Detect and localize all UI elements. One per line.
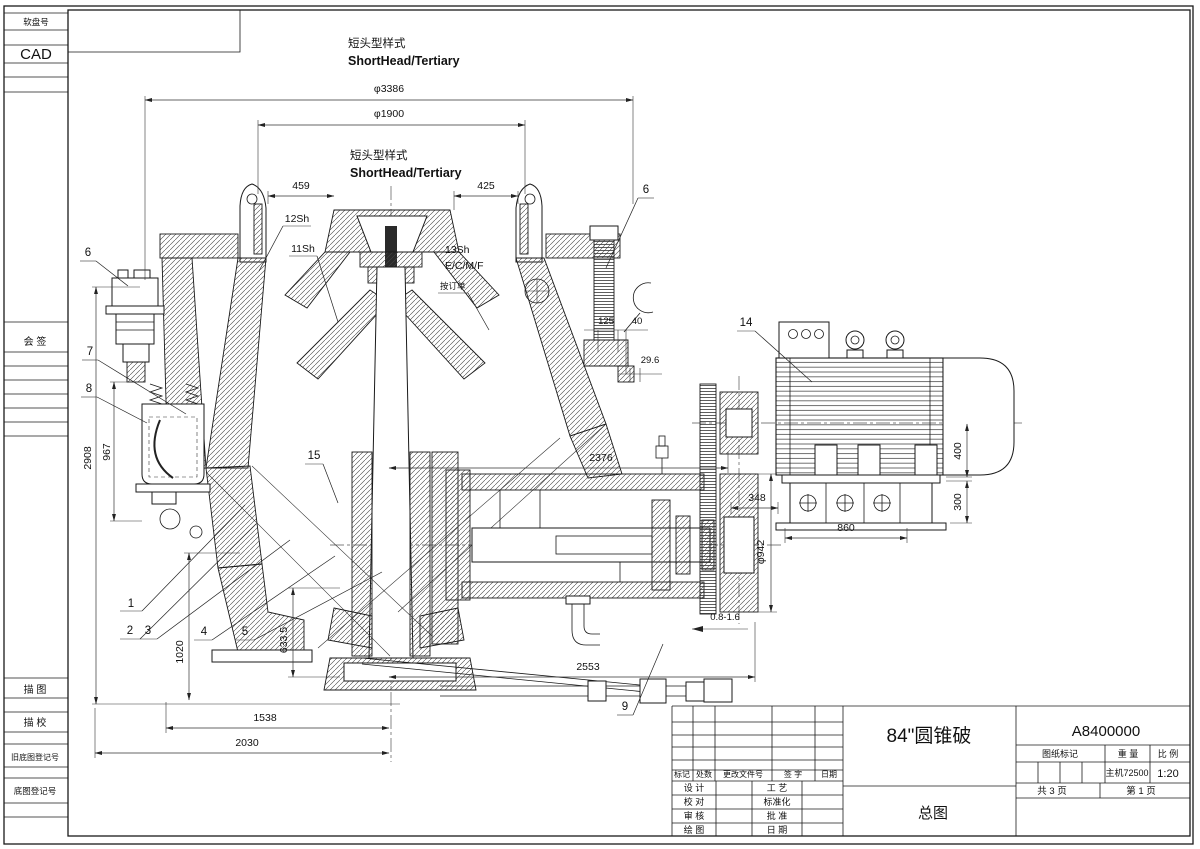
base-reg-label: 底图登记号 [14,786,57,796]
callout-3: 3 [145,625,151,637]
order-note: 按订单 [440,281,466,291]
callout-1: 1 [128,598,134,610]
old-base-reg-label: 旧底图登记号 [11,752,59,762]
sidebar: 软盘号 CAD 会 签 描 图 描 校 旧底图登记号 底图登记号 [4,12,68,818]
dim-40: 40 [632,316,643,327]
drawing-number: A8400000 [1072,723,1140,740]
dim-2376: 2376 [589,452,613,464]
callout-6-right: 6 [643,184,649,196]
title-block: 标记 处数 更改文件号 签 字 日期 设 计 工 艺 校 对 标准化 审 核 批… [671,705,1190,836]
callout-6-left: 6 [85,247,91,259]
dim-1538: 1538 [253,712,277,724]
dim-2553: 2553 [576,661,600,673]
disk-no-label: 软盘号 [23,17,49,27]
callout-15: 15 [308,450,321,462]
rev-date-header: 日期 [821,770,837,779]
callout-2: 2 [127,625,133,637]
liner-label-11sh: 11Sh [291,243,315,255]
dim-860: 860 [837,522,855,534]
dim-125: 125 [598,316,614,327]
dim-2908: 2908 [82,446,94,470]
lube-unit [105,269,211,539]
type-note-en-2: ShortHead/Tertiary [350,166,462,180]
sig-approve-label: 批 准 [767,810,788,821]
dim-29-6: 29.6 [641,355,660,366]
crusher-section [159,183,654,691]
motor [775,321,1015,531]
dim-967: 967 [101,443,113,461]
terminal-box [778,321,830,359]
liner-label-12sh: 12Sh [285,213,310,225]
sig-standard-label: 标准化 [763,796,790,807]
dim-2030: 2030 [235,737,259,749]
dim-459: 459 [292,180,310,192]
dim-0-8-1-6: 0.8-1.6 [710,612,740,623]
scale-header: 比 例 [1158,748,1179,759]
callout-14: 14 [740,317,753,329]
type-note-cn-1: 短头型样式 [348,36,406,50]
dim-phi3386: φ3386 [374,83,404,95]
rev-docno-header: 更改文件号 [723,769,763,779]
sig-check-label: 校 对 [684,796,705,807]
rev-sign-header: 签 字 [784,769,802,779]
type-note-cn-2: 短头型样式 [350,148,408,162]
weight-value: 主机72500 [1105,767,1148,778]
rev-count-header: 处数 [696,769,712,779]
countersign-label: 会 签 [24,335,47,348]
rev-mark-header: 标记 [674,769,690,779]
cad-label: CAD [20,46,52,63]
oil-tank [141,403,205,485]
dim-400: 400 [952,442,964,460]
dimensions: φ3386 φ1900 459 425 2908 967 1020 633.5 … [82,83,972,758]
sig-design-label: 设 计 [684,782,705,793]
callout-7: 7 [87,346,93,358]
sig-draw-label: 绘 图 [684,824,705,835]
dim-phi942: φ942 [755,540,767,564]
v-belt [699,383,717,615]
sig-date-label: 日 期 [767,825,788,835]
dim-phi1900: φ1900 [374,108,404,120]
scale-value: 1:20 [1157,768,1178,780]
callout-8: 8 [86,383,92,395]
mark-header: 图纸标记 [1042,748,1078,759]
callouts: 1 2 3 4 5 6 6 7 8 9 14 15 12Sh 11Sh 13Sh… [80,184,813,716]
sig-audit-label: 审 核 [684,810,705,821]
product-name: 84"圆锥破 [887,725,972,747]
dim-348: 348 [748,492,766,504]
liner-label-13sh: 13Sh [445,244,470,256]
drawing-name: 总图 [918,805,948,822]
trace-check-label: 描 校 [24,716,47,729]
callout-4: 4 [201,626,208,638]
callout-9: 9 [622,701,628,713]
pages-total: 共 3 页 [1037,786,1067,797]
countershaft-drive [445,383,759,615]
trace-draw-label: 描 图 [24,683,47,696]
page-number: 第 1 页 [1126,785,1156,797]
weight-header: 重 量 [1118,748,1139,759]
dim-633-5: 633.5 [278,627,290,653]
type-note-en-1: ShortHead/Tertiary [348,54,460,68]
dim-425: 425 [477,180,495,192]
sheet-frame [3,5,1194,845]
dim-300: 300 [952,493,964,511]
sig-process-label: 工 艺 [767,783,788,793]
dim-1020: 1020 [174,640,186,664]
callout-5: 5 [242,626,248,638]
type-notes: 短头型样式 ShortHead/Tertiary 短头型样式 ShortHead… [348,36,462,180]
liner-label-ecmf: E/C/M/F [445,260,484,272]
